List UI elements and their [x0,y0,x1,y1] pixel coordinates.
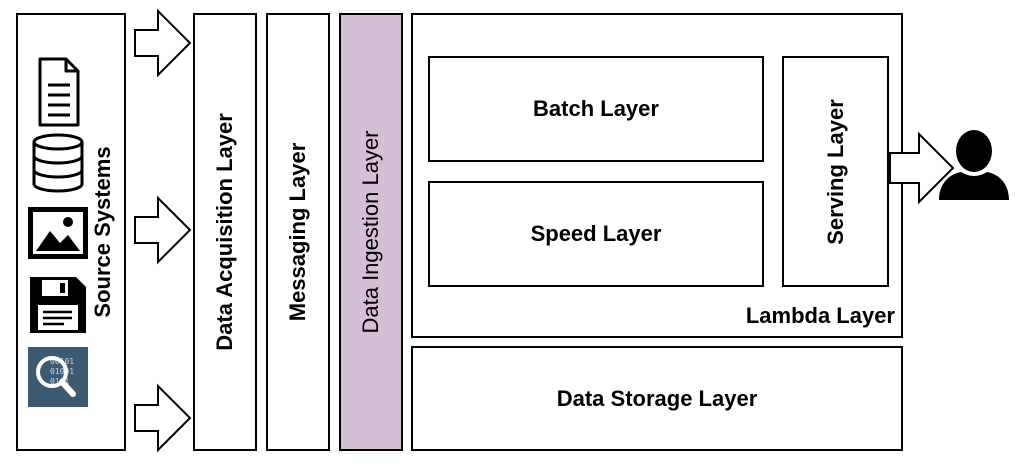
arrow-right-icon [134,8,192,78]
floppy-disk-icon [30,277,86,333]
lambda-layer-label: Lambda Layer [745,303,895,328]
speed-layer-box: Speed Layer [428,181,764,287]
batch-layer-box: Batch Layer [428,56,764,162]
data-ingestion-layer-box: Data Ingestion Layer [339,13,403,451]
lambda-layer-box: Batch Layer Speed Layer Serving Layer La… [411,13,903,338]
messaging-layer-box: Messaging Layer [266,13,330,451]
source-systems-box: 00101 01001 0101 Source Systems [16,13,126,451]
data-storage-layer-label: Data Storage Layer [556,385,758,411]
data-acquisition-layer-box: Data Acquisition Layer [193,13,257,451]
binary-digits-line-2: 01001 [50,367,75,376]
speed-layer-label: Speed Layer [530,221,662,246]
data-ingestion-layer-label: Data Ingestion Layer [358,130,383,334]
image-icon [28,207,88,259]
messaging-layer-label: Messaging Layer [285,142,310,322]
data-storage-layer-box: Data Storage Layer [411,346,903,451]
arrow-right-icon [134,195,192,265]
batch-layer-label: Batch Layer [533,96,659,121]
database-icon [32,133,84,193]
data-acquisition-layer-label: Data Acquisition Layer [212,113,237,351]
magnifier-icon [36,356,76,397]
serving-layer-box: Serving Layer [782,56,889,287]
arrow-right-icon [134,383,192,453]
binary-search-icon: 00101 01001 0101 [28,347,88,407]
source-systems-label: Source Systems [90,146,115,318]
arrow-right-icon [889,131,955,205]
user-icon [939,130,1009,200]
document-icon [38,57,80,127]
serving-layer-label: Serving Layer [822,98,848,245]
